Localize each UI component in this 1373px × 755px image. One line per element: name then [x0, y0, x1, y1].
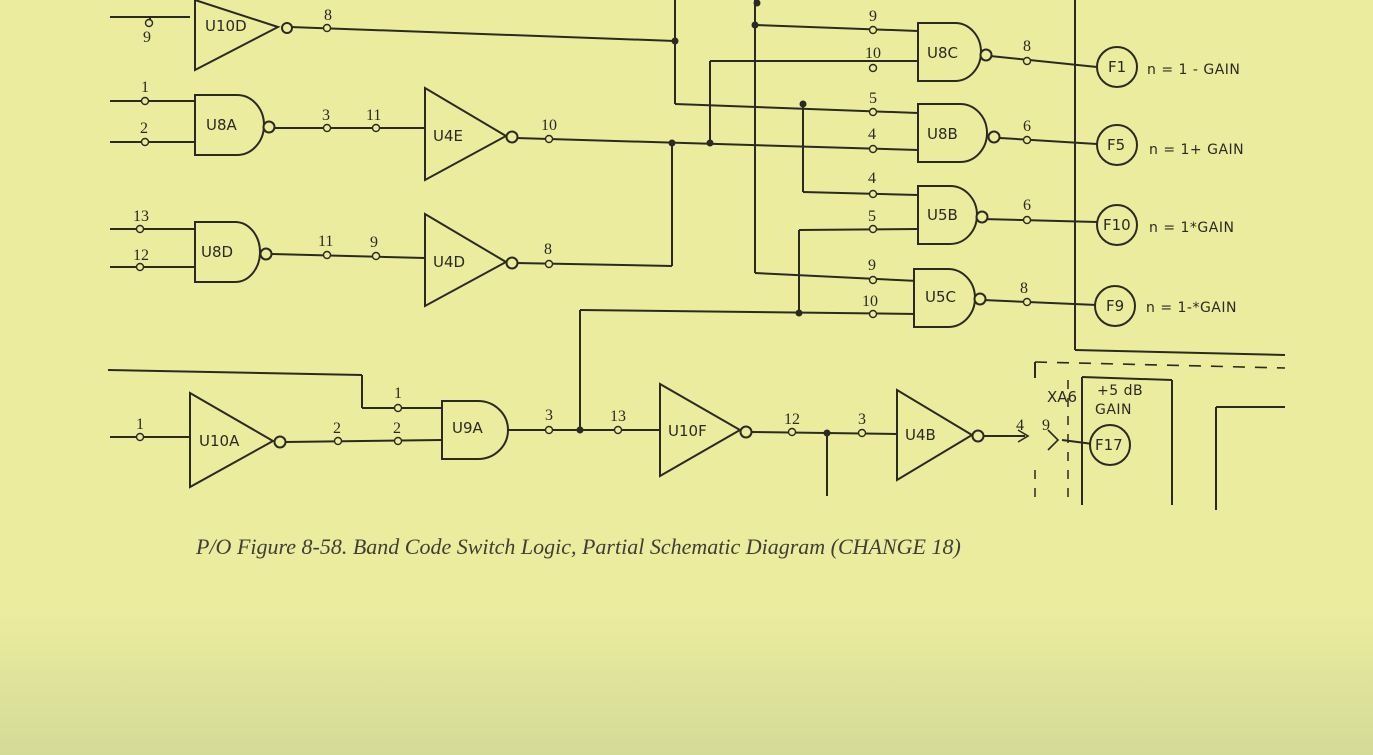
output-label-f1: F1: [1108, 58, 1126, 76]
svg-text:3: 3: [858, 411, 866, 428]
gate-u5b: U5B: [917, 185, 989, 245]
svg-text:4: 4: [1016, 417, 1024, 434]
gate-label-u8a: U8A: [206, 116, 238, 134]
output-desc-f1: n = 1 - GAIN: [1147, 62, 1240, 78]
svg-text:8: 8: [324, 7, 332, 24]
pin-numbers: 9 8 1 2 3 11 10 13 12 11 9 8 9 10 5 4 4 …: [133, 7, 1050, 437]
gate-label-u8d: U8D: [201, 243, 233, 261]
svg-text:2: 2: [140, 120, 148, 137]
svg-text:8: 8: [544, 241, 552, 258]
output-desc-f5: n = 1+ GAIN: [1149, 142, 1244, 158]
svg-text:11: 11: [318, 233, 333, 250]
svg-text:11: 11: [366, 107, 381, 124]
svg-text:6: 6: [1023, 197, 1031, 214]
gate-label-u4e: U4E: [433, 127, 463, 145]
gate-u8b: U8B: [917, 103, 1001, 163]
output-label-f10: F10: [1103, 216, 1131, 234]
output-f10: F10 n = 1*GAIN: [1096, 204, 1234, 246]
svg-text:12: 12: [133, 247, 149, 264]
gate-u5c: U5C: [913, 268, 987, 328]
svg-text:13: 13: [610, 408, 626, 425]
svg-text:4: 4: [868, 126, 876, 143]
gate-u10a: U10A: [189, 391, 287, 489]
svg-text:2: 2: [333, 420, 341, 437]
svg-text:3: 3: [322, 107, 330, 124]
svg-text:2: 2: [393, 420, 401, 437]
gate-u4d: U4D: [424, 212, 519, 308]
connector-xa6: XA6: [1047, 388, 1077, 406]
gain-note-line2: GAIN: [1095, 402, 1132, 418]
svg-text:10: 10: [865, 45, 881, 62]
gate-label-u8c: U8C: [927, 44, 958, 62]
svg-text:8: 8: [1020, 280, 1028, 297]
wires: [107, 0, 1286, 510]
gate-u8c: U8C: [917, 22, 993, 82]
svg-text:10: 10: [862, 293, 878, 310]
figure-caption: P/O Figure 8-58. Band Code Switch Logic,…: [196, 534, 961, 559]
svg-text:8: 8: [1023, 38, 1031, 55]
gate-u8a: U8A: [194, 94, 276, 156]
output-f1: F1 n = 1 - GAIN: [1096, 46, 1240, 88]
output-f5: F5 n = 1+ GAIN: [1096, 124, 1244, 166]
svg-text:4: 4: [868, 170, 876, 187]
svg-text:9: 9: [1042, 417, 1050, 434]
svg-text:9: 9: [869, 8, 877, 25]
gate-label-u10d: U10D: [205, 17, 247, 35]
gate-u4b: U4B: [896, 388, 985, 482]
gate-label-u10a: U10A: [199, 432, 240, 450]
output-desc-f10: n = 1*GAIN: [1149, 220, 1234, 236]
svg-text:13: 13: [133, 208, 149, 225]
gate-u4e: U4E: [424, 86, 519, 182]
svg-text:1: 1: [394, 385, 402, 402]
gate-label-u9a: U9A: [452, 419, 484, 437]
svg-text:5: 5: [868, 208, 876, 225]
svg-text:5: 5: [869, 90, 877, 107]
output-label-f17: F17: [1095, 436, 1123, 454]
output-desc-f9: n = 1-*GAIN: [1146, 300, 1237, 316]
svg-text:6: 6: [1023, 118, 1031, 135]
svg-text:1: 1: [141, 79, 149, 96]
svg-text:1: 1: [136, 416, 144, 433]
gate-label-u10f: U10F: [668, 422, 707, 440]
svg-text:3: 3: [545, 407, 553, 424]
output-f9: F9 n = 1-*GAIN: [1094, 285, 1237, 327]
svg-text:12: 12: [784, 411, 800, 428]
gate-label-u4b: U4B: [905, 426, 936, 444]
gate-label-u4d: U4D: [433, 253, 465, 271]
gate-label-u8b: U8B: [927, 125, 958, 143]
gate-label-u5c: U5C: [925, 288, 956, 306]
svg-text:9: 9: [143, 29, 151, 46]
connector-name: XA6: [1047, 388, 1077, 406]
gate-u10d: U10D: [194, 0, 293, 72]
svg-text:9: 9: [370, 234, 378, 251]
pin-markers: [135, 18, 1032, 446]
output-f17: F17: [1089, 424, 1131, 466]
gain-note-line1: +5 dB: [1097, 383, 1143, 399]
output-label-f5: F5: [1107, 136, 1125, 154]
show-through-ghost: [0, 610, 1373, 755]
gate-u10f: U10F: [659, 382, 753, 478]
gate-label-u5b: U5B: [927, 206, 958, 224]
svg-text:9: 9: [868, 257, 876, 274]
gate-u9a: U9A: [441, 400, 509, 460]
junction-dots: [576, 0, 831, 437]
svg-text:10: 10: [541, 117, 557, 134]
gate-u8d: U8D: [194, 221, 273, 283]
gain-note: +5 dB GAIN: [1095, 383, 1143, 418]
output-label-f9: F9: [1106, 297, 1124, 315]
